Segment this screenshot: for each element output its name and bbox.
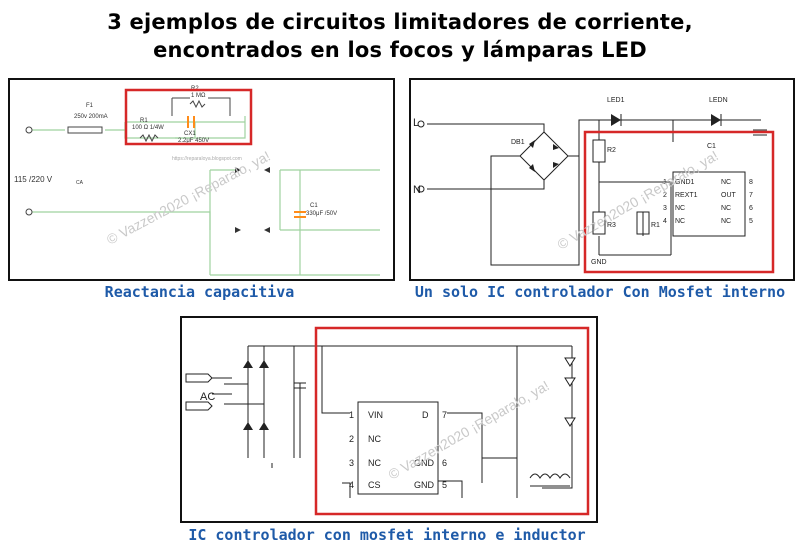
ic3-num-right-4: 5 (442, 480, 447, 490)
wires-3 (212, 345, 573, 498)
gnd-label: GND (591, 259, 607, 266)
ic2-num-left-1: 1 (663, 179, 667, 186)
ic2-pin-right-4: NC (721, 218, 731, 225)
inductor-3 (529, 473, 571, 487)
ic-chip-2 (672, 171, 746, 237)
page-title-line2: encontrados en los focos y lámparas LED (153, 38, 647, 62)
highlight-box-3 (314, 326, 590, 516)
capacitor-cx1 (187, 116, 195, 128)
ic2-pin-left-1: GND1 (675, 179, 695, 186)
r1-ref: R1 (140, 118, 148, 124)
r2-value: 1 MΩ (191, 93, 206, 99)
ic3-pin-right-1: D (422, 410, 429, 420)
ic2-num-left-3: 3 (663, 205, 667, 212)
c1-value: 330μF /50V (306, 211, 337, 217)
source-label: 115 /220 V (14, 175, 53, 184)
r3-label: R3 (607, 222, 616, 229)
led-string (611, 114, 722, 126)
diagram-ic-mosfet-interno: GND1 REXT1 NC NC NC OUT NC NC 1 2 3 4 8 … (409, 78, 795, 281)
ic2-pin-left-2: REXT1 (675, 192, 698, 199)
ic3-num-left-4: 4 (349, 480, 354, 490)
ac-label: AC (200, 391, 215, 403)
ic2-pin-right-1: NC (721, 179, 731, 186)
ac-plug (185, 373, 213, 411)
diagram-ic-mosfet-inductor: AC VIN NC NC CS D GND GND 1 2 3 4 7 6 5 … (180, 316, 598, 523)
wires-2 (427, 119, 761, 266)
capacitor-c1 (753, 129, 767, 136)
ic3-num-right-3: 6 (442, 458, 447, 468)
resistor-r2 (592, 139, 606, 163)
ic2-num-left-4: 4 (663, 218, 667, 225)
fuse-value: 250v 200mA (74, 114, 108, 120)
ic2-pin-right-2: OUT (721, 192, 737, 199)
bridge-diodes-1 (235, 167, 270, 233)
ic2-num-right-1: 8 (749, 179, 753, 186)
ic2-num-right-4: 5 (749, 218, 753, 225)
highlight-box-1 (124, 88, 253, 146)
ic3-num-left-1: 1 (349, 410, 354, 420)
bridge-diodes-3 (243, 360, 269, 430)
terminal-n (417, 185, 425, 193)
ic2-pin-right-3: NC (721, 205, 731, 212)
caption-diagram2: Un solo IC controlador Con Mosfet intern… (414, 283, 786, 301)
ic2-pin-left-3: NC (675, 205, 685, 212)
ic3-pin-left-3: NC (368, 458, 381, 468)
watermark-1: © Vazzen2020 ¡Reparalo, ya! (104, 148, 273, 248)
c1-label: C1 (707, 143, 716, 150)
diagram-reactancia-capacitiva: F1 250v 200mA R1 100 Ω 1/4W R2 1 MΩ CX1 … (8, 78, 395, 281)
n-label: N (413, 184, 421, 196)
capacitor-c1 (294, 211, 306, 218)
fuse-ref: F1 (86, 103, 94, 109)
r1-label: R1 (651, 222, 660, 229)
led1-label: LED1 (607, 97, 625, 104)
ic2-num-right-2: 7 (749, 192, 753, 199)
ic3-pin-left-2: NC (368, 434, 381, 444)
resistor-r2 (189, 99, 206, 109)
watermark-url: https://reparaloya.blogspot.com (172, 156, 242, 162)
fuse-f1 (67, 126, 103, 134)
ic3-pin-left-4: CS (368, 480, 381, 490)
terminal-l (417, 120, 425, 128)
ledn-label: LEDN (709, 97, 728, 104)
r2-label: R2 (607, 147, 616, 154)
ic2-pin-left-4: NC (675, 218, 685, 225)
caption-diagram1: Reactancia capacitiva (104, 283, 295, 301)
ic2-num-left-2: 2 (663, 192, 667, 199)
ic2-num-right-3: 6 (749, 205, 753, 212)
caption-diagram3: IC controlador con mosfet interno e indu… (188, 526, 586, 544)
highlight-box-2 (583, 130, 775, 274)
terminal-1 (25, 126, 33, 134)
r1-value: 100 Ω 1/4W (132, 125, 164, 131)
ic3-pin-left-1: VIN (368, 410, 383, 420)
circuit-2-svg: GND1 REXT1 NC NC NC OUT NC NC 1 2 3 4 8 … (413, 97, 775, 274)
source-sub: CA (76, 180, 84, 186)
circuit-1-svg: F1 250v 200mA R1 100 Ω 1/4W R2 1 MΩ CX1 … (14, 86, 380, 276)
terminal-2 (25, 208, 33, 216)
resistor-r1 (636, 211, 650, 235)
l-label: L (413, 117, 419, 129)
page-title-line1: 3 ejemplos de circuitos limitadores de c… (107, 10, 693, 34)
resistor-r3 (592, 211, 606, 235)
c1-ref: C1 (310, 203, 318, 209)
cx1-value: 2.2μF 450V (178, 138, 209, 144)
circuit-3-svg: AC VIN NC NC CS D GND GND 1 2 3 4 7 6 5 … (185, 326, 590, 516)
db1-label: DB1 (511, 139, 525, 146)
led-string-3 (564, 357, 576, 427)
cx1-ref: CX1 (184, 131, 196, 137)
ic3-num-right-1: 7 (442, 410, 447, 420)
ic3-num-left-3: 3 (349, 458, 354, 468)
resistor-r1 (139, 133, 159, 143)
ic3-pin-right-3: GND (414, 458, 435, 468)
ic3-pin-right-4: GND (414, 480, 435, 490)
ic3-num-left-2: 2 (349, 434, 354, 444)
bridge-diodes-2 (529, 140, 559, 172)
ic-chip-3 (357, 401, 439, 495)
